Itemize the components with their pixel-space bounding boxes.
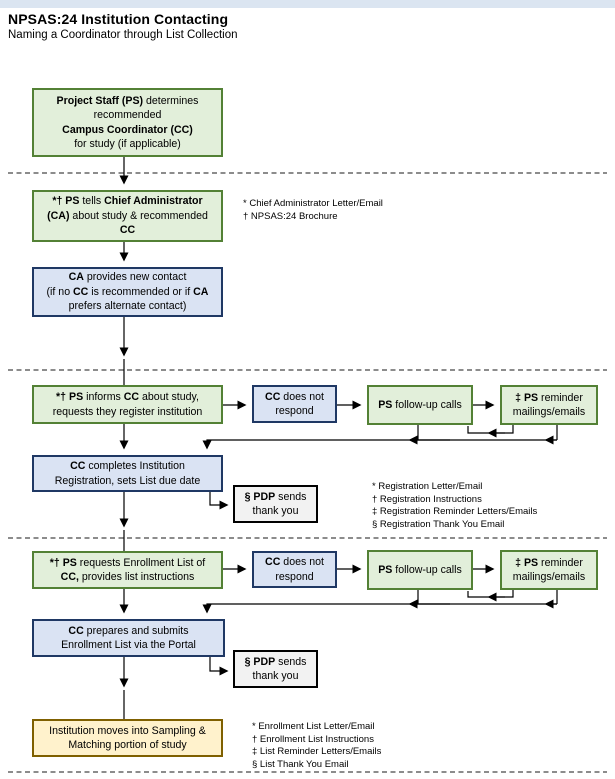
box-ps-followup-calls-1: PS follow-up calls xyxy=(367,385,473,425)
footnotes-contact-materials: * Chief Administrator Letter/Email† NPSA… xyxy=(243,198,383,222)
box-ps-informs-cc: *† PS informs CC about study,requests th… xyxy=(32,385,223,424)
box-institution-moves-sampling: Institution moves into Sampling &Matchin… xyxy=(32,719,223,757)
top-accent-band xyxy=(0,0,615,8)
arrow-return-to-prepares xyxy=(202,603,557,614)
footnotes-registration-materials: * Registration Letter/Email† Registratio… xyxy=(372,481,538,530)
arrow-completes-to-pdp1 xyxy=(209,492,229,510)
page-subtitle: Naming a Coordinator through List Collec… xyxy=(8,29,238,41)
page-title: NPSAS:24 Institution Contacting xyxy=(8,11,229,27)
loop-reminder-to-followup-2 xyxy=(467,590,514,598)
box-ps-tells-chief-administrator: *† PS tells Chief Administrator(CA) abou… xyxy=(32,190,223,242)
footnotes-enrollment-materials: * Enrollment List Letter/Email† Enrollme… xyxy=(252,721,382,770)
arrow-prepares-to-pdp2 xyxy=(209,657,229,676)
loop-reminder-to-followup-1 xyxy=(467,425,514,434)
box-ps-followup-calls-2: PS follow-up calls xyxy=(367,550,473,590)
box-ca-provides-new-contact: CA provides new contact(if no CC is reco… xyxy=(32,267,223,317)
arrow-return-to-completes xyxy=(202,439,557,450)
